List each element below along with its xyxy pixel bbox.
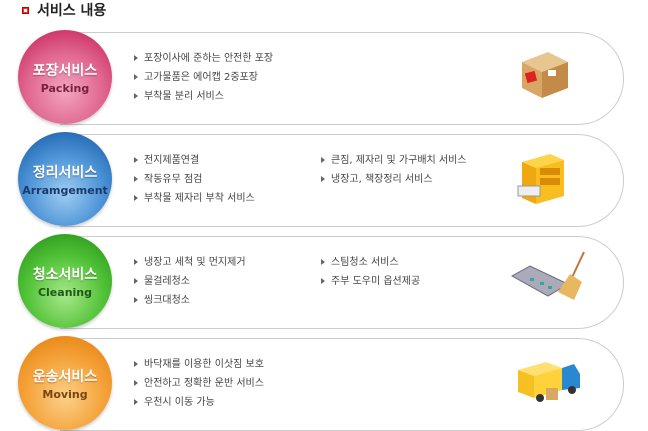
list-item: 물걸레청소	[134, 272, 246, 291]
bullet-square-icon	[22, 6, 29, 14]
delivery-truck-icon	[512, 348, 582, 412]
list-item: 전지제품연결	[134, 151, 255, 170]
list-item: 작동유무 점검	[134, 170, 255, 189]
service-badge: 정리서비스 Arramgement	[18, 132, 112, 226]
service-name-en: Arramgement	[22, 183, 108, 197]
service-row-packing	[60, 32, 624, 125]
service-name-en: Cleaning	[37, 285, 93, 299]
list-item: 고가물품은 에어캡 2중포장	[134, 68, 273, 87]
list-item: 부착물 분리 서비스	[134, 87, 273, 106]
service-badge: 운송서비스 Moving	[18, 336, 112, 430]
list-item: 큰짐, 제자리 및 가구배치 서비스	[321, 151, 467, 170]
service-name: 운송서비스	[32, 368, 98, 385]
list-item: 주부 도우미 옵션제공	[321, 272, 420, 291]
list-item: 씽크대청소	[134, 291, 246, 310]
section-title: 서비스 내용	[22, 0, 106, 20]
service-row-cleaning	[60, 236, 624, 329]
list-item: 부착물 제자리 부착 서비스	[134, 189, 255, 208]
service-row-arramgement	[60, 134, 624, 227]
service-name: 포장서비스	[32, 62, 98, 79]
list-item: 포장이사에 준하는 안전한 포장	[134, 49, 273, 68]
service-name: 정리서비스	[32, 164, 98, 181]
list-item: 냉장고, 책장정리 서비스	[321, 170, 467, 189]
service-name-en: Packing	[40, 81, 90, 95]
box-package-icon	[514, 42, 574, 106]
list-item: 스팀청소 서비스	[321, 253, 420, 272]
file-cabinet-icon	[512, 148, 572, 212]
service-badge: 포장서비스 Packing	[18, 30, 112, 124]
broom-dustpan-icon	[508, 246, 588, 310]
list-item: 냉장고 세척 및 먼지제거	[134, 253, 246, 272]
service-name-en: Moving	[42, 387, 88, 401]
list-item: 바닥재를 이용한 이삿짐 보호	[134, 355, 264, 374]
list-item: 우천시 이동 가능	[134, 393, 264, 412]
service-name: 청소서비스	[32, 266, 98, 283]
section-title-text: 서비스 내용	[37, 3, 107, 19]
service-badge: 청소서비스 Cleaning	[18, 234, 112, 328]
list-item: 안전하고 정확한 운반 서비스	[134, 374, 264, 393]
